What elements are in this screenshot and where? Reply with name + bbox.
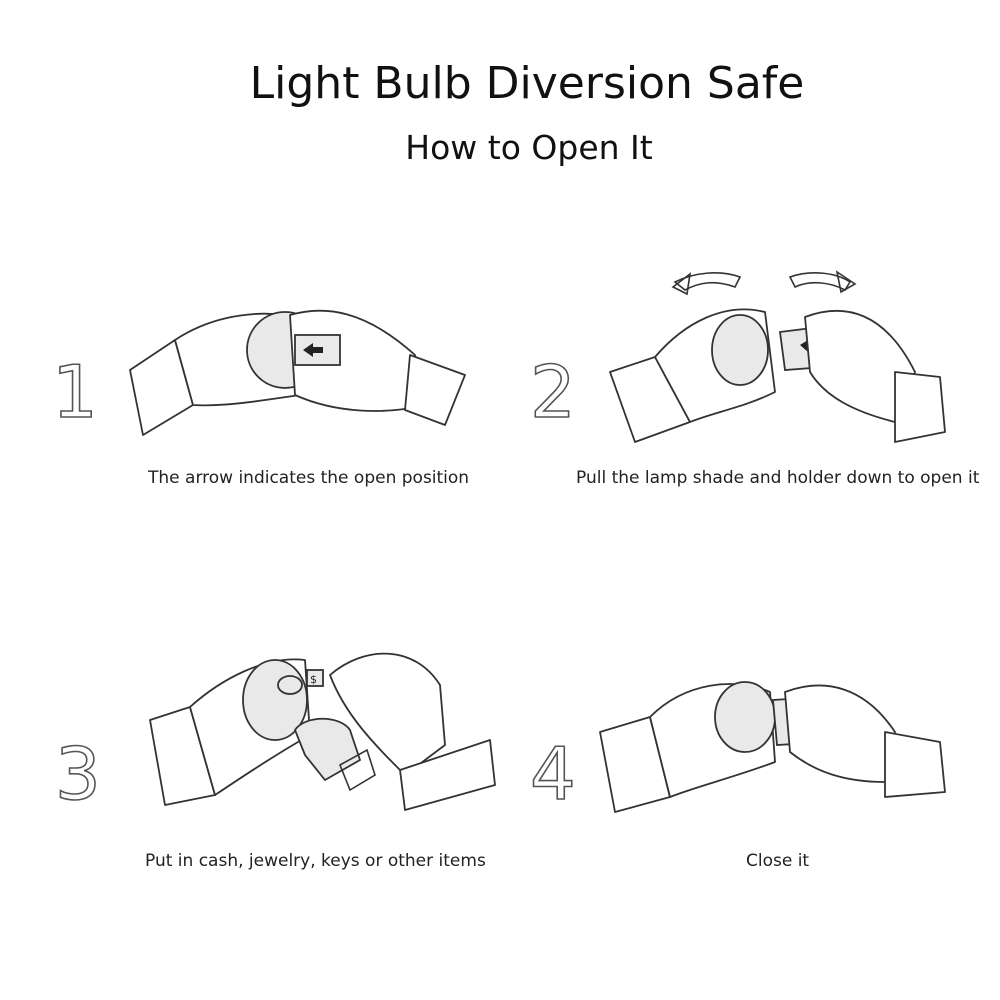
step-caption: Put in cash, jewelry, keys or other item… — [145, 851, 486, 871]
step-number: 2 — [529, 349, 576, 435]
page-title: Light Bulb Diversion Safe — [249, 58, 805, 109]
step-caption: Close it — [746, 851, 810, 871]
page-subtitle: How to Open It — [405, 128, 653, 167]
svg-text:$: $ — [310, 673, 317, 686]
hands-holding-bulb-arrow-icon — [129, 309, 466, 436]
hands-closing-bulb-icon — [599, 681, 946, 813]
hands-pulling-bulb-apart-icon — [609, 270, 946, 443]
step-number: 1 — [51, 349, 98, 435]
step-number: 3 — [54, 731, 101, 817]
step-caption: The arrow indicates the open position — [148, 468, 470, 488]
step-caption: Pull the lamp shade and holder down to o… — [576, 468, 980, 488]
step-number: 4 — [529, 731, 576, 817]
hands-inserting-items-icon: $ — [149, 652, 496, 811]
